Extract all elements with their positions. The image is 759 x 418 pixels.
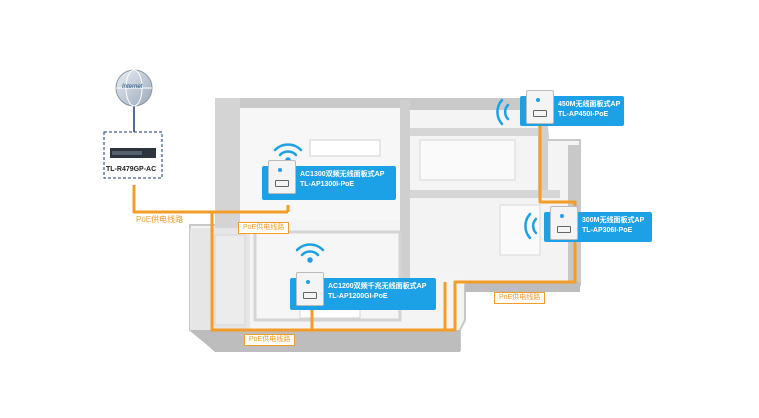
ap-model-name: TL-AP450I-PoE [558, 111, 609, 118]
ap-label-ap1300: AC1300双频无线面板式AP TL-AP1300I-PoE [262, 160, 396, 200]
ap-device-icon [268, 160, 296, 194]
ap-label-ap450: 450M无线面板式AP TL-AP450I-PoE [520, 90, 624, 126]
ap-device-icon [526, 90, 554, 124]
ap-model-desc: AC1200双频千兆无线面板式AP [328, 283, 427, 290]
internet-label: Internet [122, 84, 143, 90]
ap-device-icon [550, 206, 578, 240]
wifi-icon [273, 98, 538, 263]
ap-label-ap306: 300M无线面板式AP TL-AP306I-PoE [544, 206, 652, 242]
floorplan [189, 98, 581, 352]
ap-label-ap1200: AC1200双频千兆无线面板式AP TL-AP1200GI-PoE [290, 272, 436, 310]
poe-tag: PoE供电线路 [238, 222, 290, 234]
ap-model-desc: 300M无线面板式AP [582, 217, 645, 224]
ap-model-name: TL-AP306I-PoE [582, 227, 633, 234]
ap-model-name: TL-AP1300I-PoE [300, 181, 355, 188]
internet-globe-icon [115, 69, 153, 107]
ap-model-desc: 450M无线面板式AP [558, 101, 621, 108]
ap-device-icon [296, 272, 324, 306]
poe-tag: PoE供电线路 [244, 334, 296, 346]
ap-model-name: TL-AP1200GI-PoE [328, 293, 388, 300]
ap-model-desc: AC1300双频无线面板式AP [300, 171, 385, 178]
poe-tag: PoE供电线路 [494, 292, 546, 304]
router-label: TL-R479GP-AC [106, 166, 157, 173]
router-icon [103, 131, 163, 179]
poe-main-label: PoE供电线路 [136, 215, 184, 224]
